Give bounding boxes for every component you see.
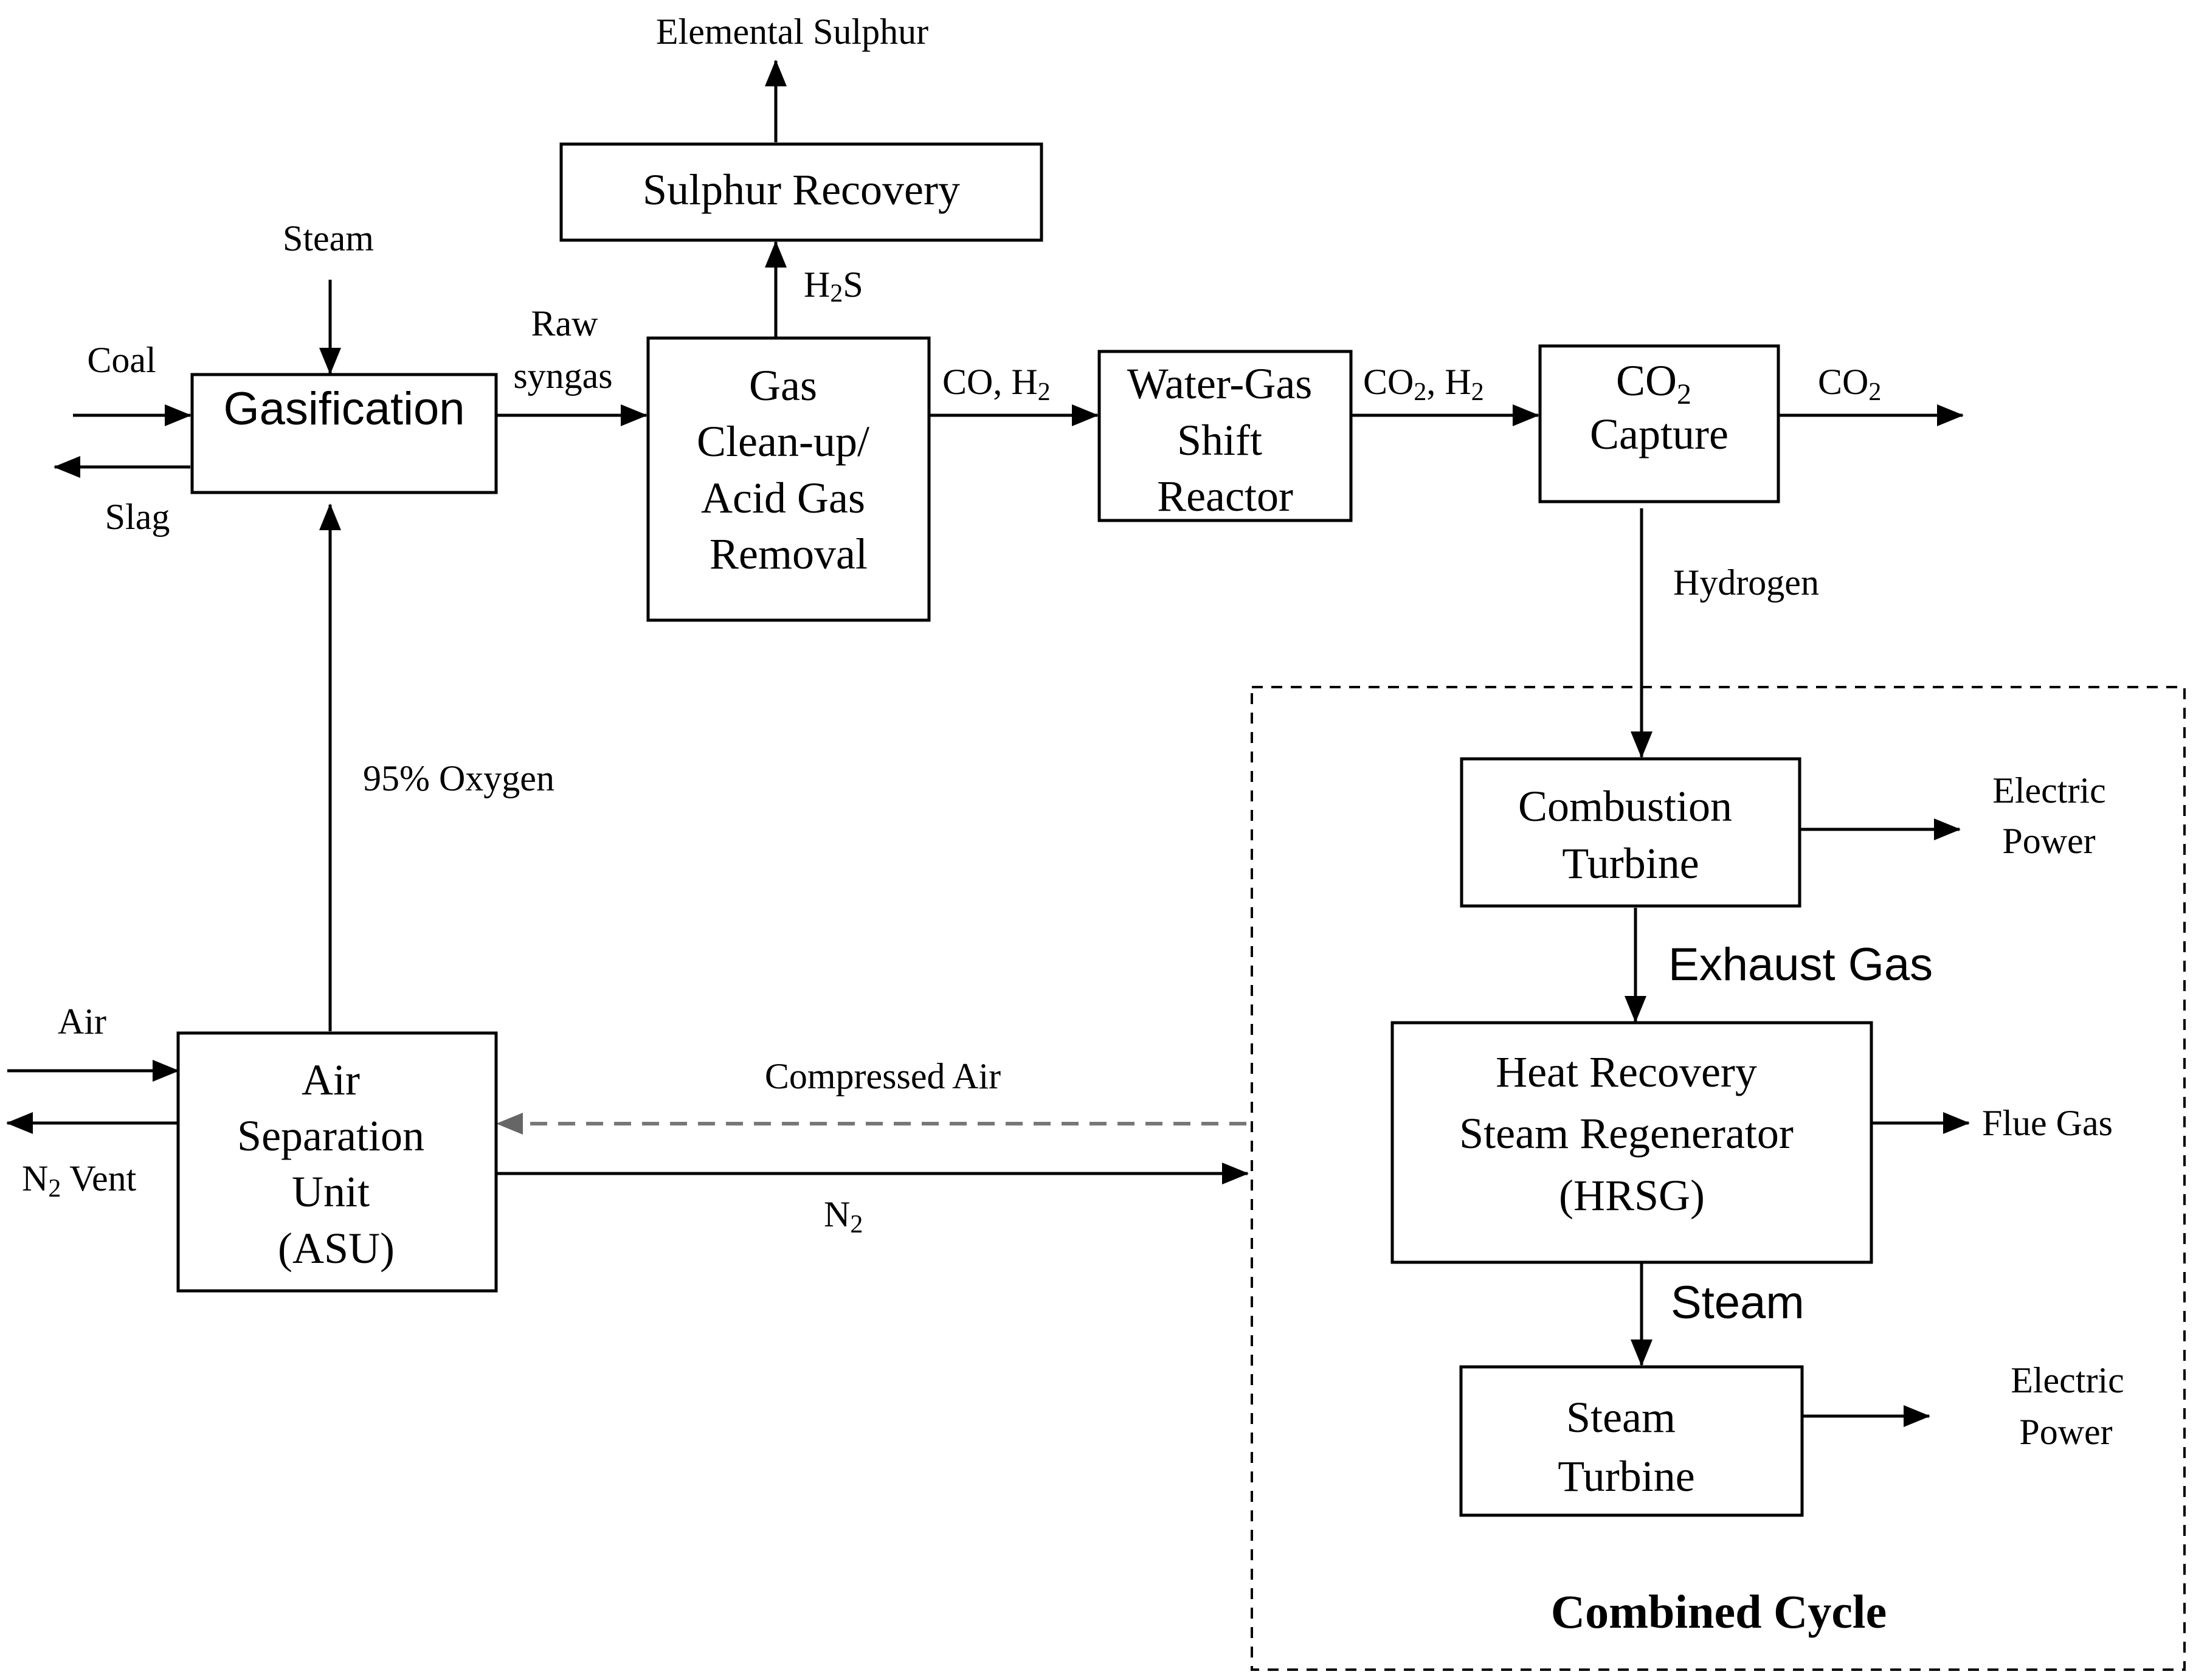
co-h2-label: CO, H2 <box>942 362 1051 406</box>
coal-label: Coal <box>87 340 156 380</box>
gasification-block <box>190 373 498 494</box>
sulphur-recovery-label: Sulphur Recovery <box>643 165 960 214</box>
combustion-turbine-label: Combustion Turbine <box>1518 782 1743 888</box>
hrsg-label: Heat Recovery Steam Regenerator (HRSG) <box>1459 1048 1804 1220</box>
hrsg-block <box>1390 1021 1873 1264</box>
steam-hrsg-label: Steam <box>1671 1277 1804 1329</box>
slag-label: Slag <box>105 497 170 537</box>
sulphur-recovery-block <box>559 142 1043 242</box>
combined-cycle-label: Combined Cycle <box>1551 1585 1887 1638</box>
n2-label: N2 <box>824 1194 863 1239</box>
electric-power-label-2: Electric Power <box>2011 1360 2133 1452</box>
compressed-air-label: Compressed Air <box>765 1056 1001 1096</box>
steam-turbine-label: Steam Turbine <box>1558 1393 1694 1501</box>
co2-capture-block <box>1538 344 1780 503</box>
gas-cleanup-label: Gas Clean-up/ Acid Gas Removal <box>697 361 880 578</box>
raw-syngas-label: Raw syngas <box>513 303 612 396</box>
combined-cycle-region <box>1251 686 2186 1671</box>
asu-block <box>176 1031 498 1293</box>
flue-gas-label: Flue Gas <box>1982 1103 2113 1143</box>
air-label: Air <box>58 1001 106 1042</box>
gas-cleanup-block <box>646 336 931 622</box>
steam-turbine-block <box>1459 1365 1804 1517</box>
steam-in-label: Steam <box>283 218 374 258</box>
elemental-sulphur-label: Elemental Sulphur <box>656 12 928 52</box>
exhaust-gas-label: Exhaust Gas <box>1668 939 1933 990</box>
h2s-label: H2S <box>804 264 863 308</box>
oxygen-label: 95% Oxygen <box>363 758 554 798</box>
electric-power-label-1: Electric Power <box>1992 770 2115 861</box>
n2-vent-label: N2 Vent <box>22 1158 137 1203</box>
co2-capture-label: CO2 Capture <box>1590 356 1728 458</box>
water-gas-shift-block <box>1097 350 1353 522</box>
water-gas-shift-label: Water-Gas Shift Reactor <box>1127 359 1324 520</box>
hydrogen-label: Hydrogen <box>1673 562 1819 603</box>
combustion-turbine-block <box>1460 757 1801 908</box>
co2-h2-label: CO2, H2 <box>1363 362 1484 406</box>
co2-out-label: CO2 <box>1818 362 1881 406</box>
gasification-label: Gasification <box>223 383 465 435</box>
asu-label: Air Separation Unit (ASU) <box>237 1056 435 1273</box>
